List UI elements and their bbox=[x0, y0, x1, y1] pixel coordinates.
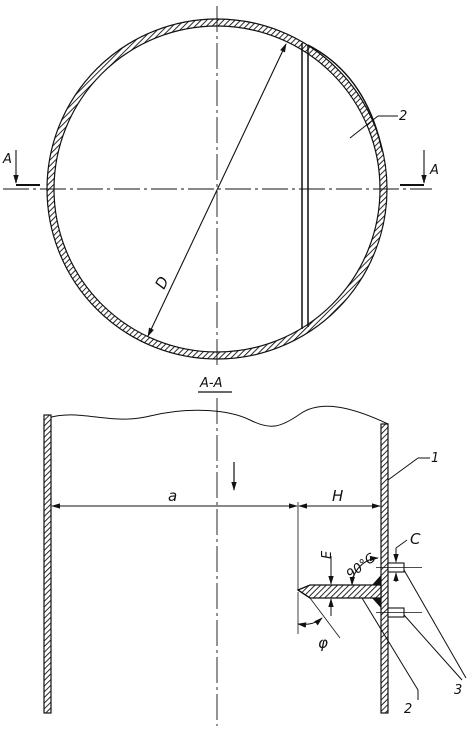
section-mark-right-label: A bbox=[429, 163, 439, 178]
right-angle-arc bbox=[349, 555, 379, 586]
part1-label: 1 bbox=[431, 451, 439, 466]
part1-leader bbox=[387, 457, 419, 481]
dimension-a-label: a bbox=[168, 487, 177, 505]
dimension-E-label: E bbox=[320, 550, 335, 559]
phi-arc bbox=[297, 617, 323, 628]
section-view: A-A a H 90°C E φ bbox=[43, 376, 467, 726]
section-part2-label: 2 bbox=[404, 702, 412, 717]
weld-bottom bbox=[372, 598, 381, 608]
section-mark-left-label: A bbox=[2, 152, 12, 167]
plate-curved-edge bbox=[307, 44, 383, 151]
section-title: A-A bbox=[199, 376, 222, 391]
left-duct-wall bbox=[43, 414, 52, 714]
dimension-H-label: H bbox=[332, 487, 343, 505]
dimension-C-leader bbox=[395, 539, 408, 549]
plate-section bbox=[296, 584, 382, 599]
phi-extension-b bbox=[309, 597, 341, 639]
break-line bbox=[47, 405, 389, 427]
part2-leader bbox=[349, 115, 379, 139]
weld-top bbox=[372, 575, 381, 585]
part2-section-leader bbox=[361, 597, 419, 691]
part3-leader-upper bbox=[403, 569, 467, 679]
part3-leader-lower bbox=[403, 614, 463, 681]
diameter-label: D bbox=[151, 274, 172, 292]
angle-label: 90°C bbox=[344, 550, 379, 582]
right-duct-wall bbox=[380, 423, 389, 714]
top-view: D 2 A A bbox=[2, 6, 439, 368]
part3-label: 3 bbox=[454, 683, 462, 698]
diameter-dimension-line bbox=[147, 43, 287, 337]
top-part2-label: 2 bbox=[399, 109, 407, 124]
phi-label: φ bbox=[318, 634, 328, 652]
plate-chamfer-face bbox=[297, 589, 311, 599]
dimension-C-label: C bbox=[410, 530, 421, 548]
